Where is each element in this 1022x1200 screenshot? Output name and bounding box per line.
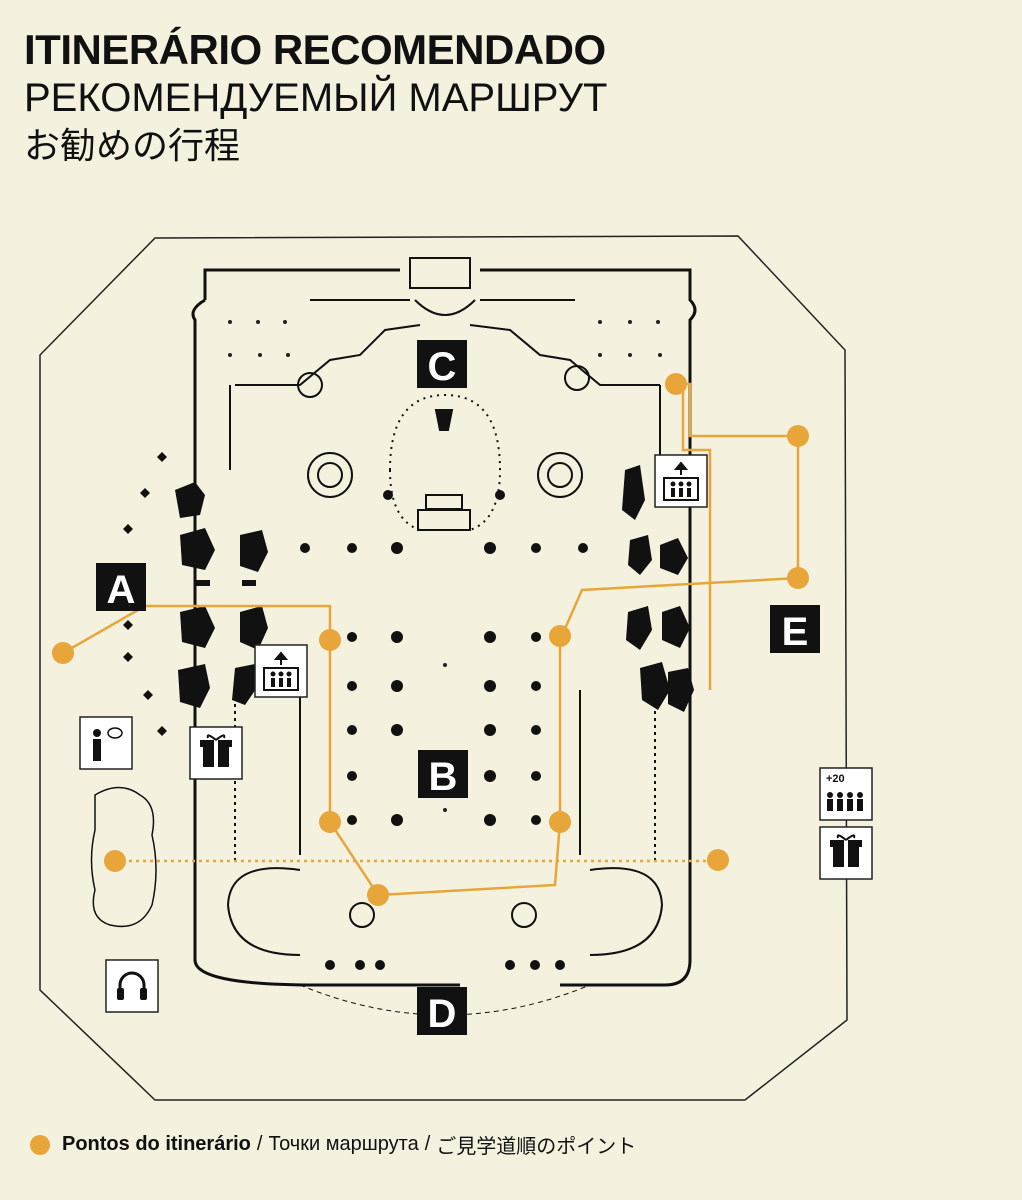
legend-label-ja: ご見学道順のポイント: [436, 1134, 637, 1158]
zone-c[interactable]: C: [417, 340, 467, 389]
nave-columns: [300, 490, 588, 970]
legend-route-point-icon: [30, 1134, 50, 1155]
zone-a-label: A: [107, 568, 136, 612]
legend-label-pt: Pontos do itinerário: [62, 1133, 251, 1155]
zone-a[interactable]: A: [96, 563, 146, 612]
zone-c-label: C: [428, 345, 457, 389]
gift-shop-icon-left[interactable]: [189, 726, 243, 780]
zone-labels: A B C D E: [96, 340, 820, 1036]
route-point: [367, 884, 389, 906]
route-point: [707, 849, 729, 871]
route-point: [104, 850, 126, 872]
route-point: [787, 425, 809, 447]
route-point: [319, 811, 341, 833]
route-points: [52, 373, 809, 906]
route-point: [787, 567, 809, 589]
altar: [417, 409, 471, 531]
zone-b[interactable]: B: [418, 750, 468, 799]
route-point: [319, 629, 341, 651]
group-icon[interactable]: +20: [819, 767, 873, 821]
building-outline: [191, 268, 697, 1016]
zone-e-label: E: [782, 610, 809, 654]
zone-d-label: D: [428, 992, 457, 1036]
legend-label-ru: Точки маршрута: [268, 1133, 419, 1155]
route-point: [549, 625, 571, 647]
elevator-icon-right[interactable]: [654, 454, 708, 508]
gift-shop-icon-right[interactable]: [819, 826, 873, 880]
title-portuguese: ITINERÁRIO RECOMENDADO: [24, 26, 606, 73]
title-japanese: お勧めの行程: [24, 126, 241, 167]
legend: Pontos do itinerário / Точки маршрута / …: [30, 1130, 636, 1159]
exterior-stars: [123, 452, 167, 736]
apse-dots: [228, 320, 662, 812]
zone-b-label: B: [429, 755, 458, 799]
legend-separator: /: [424, 1133, 431, 1155]
title-block: ITINERÁRIO RECOMENDADO РЕКОМЕНДУЕМЫЙ МАР…: [24, 26, 607, 172]
transept-pillars: [175, 465, 694, 712]
zone-d[interactable]: D: [417, 987, 467, 1036]
audio-guide-icon[interactable]: [105, 959, 159, 1013]
route-point: [549, 811, 571, 833]
route-point: [665, 373, 687, 395]
information-icon[interactable]: [79, 716, 133, 770]
legend-separator: /: [256, 1133, 263, 1155]
title-russian: РЕКОМЕНДУЕМЫЙ МАРШРУТ: [24, 76, 608, 120]
garden-area: [90, 786, 157, 928]
apse-portico: [409, 257, 476, 316]
route-point: [52, 642, 74, 664]
group-size-label: +20: [826, 773, 845, 785]
zone-e[interactable]: E: [770, 605, 820, 654]
spiral-staircases: [297, 365, 590, 928]
elevator-icon-left[interactable]: [254, 644, 308, 698]
site-boundary: [39, 235, 848, 1101]
